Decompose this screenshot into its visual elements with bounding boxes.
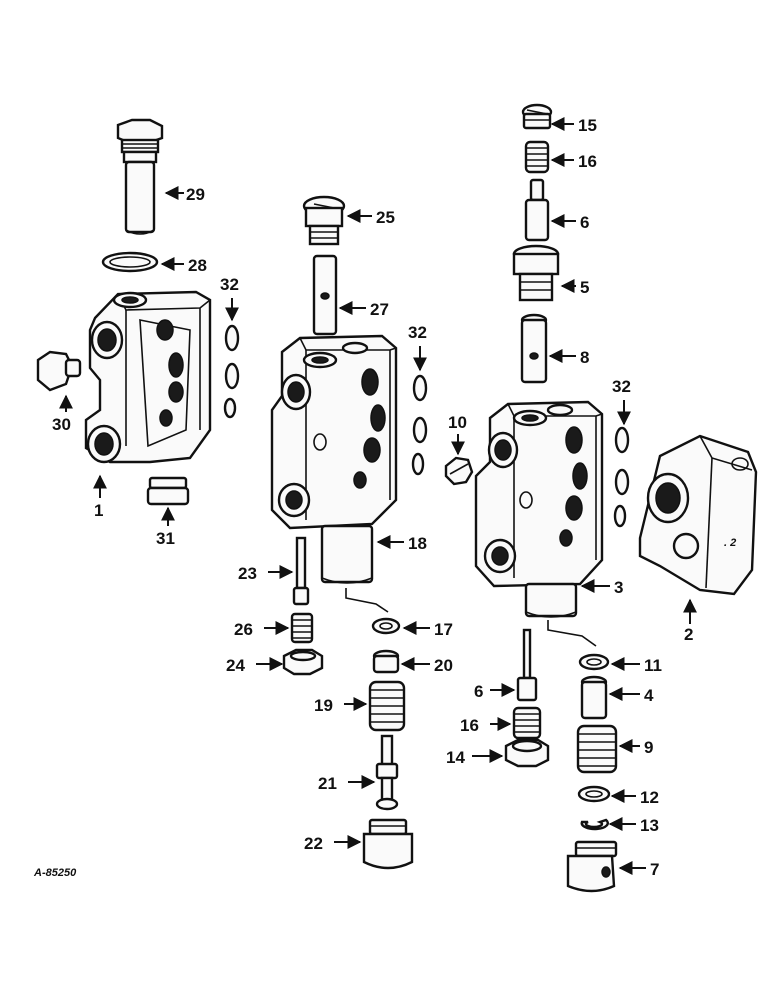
callout-labels: 29 28 32 30 1 31 25 27 32 18 23 26 24 17… (52, 116, 693, 879)
callout-1: 1 (94, 501, 103, 520)
plug-14 (504, 738, 550, 768)
inlet-cover-part-1 (36, 118, 240, 506)
o-rings-32-left (223, 324, 240, 419)
callout-4: 4 (644, 686, 654, 705)
callout-19: 19 (314, 696, 333, 715)
callout-22: 22 (304, 834, 323, 853)
spring-26 (290, 612, 314, 644)
snap-ring-13 (580, 818, 609, 831)
callout-6-top: 6 (580, 213, 589, 232)
spool-8 (520, 313, 548, 384)
callout-32-mid: 32 (408, 323, 427, 342)
o-ring-28 (101, 251, 159, 273)
spring-16-bottom (512, 706, 542, 740)
cover-mark: . 2 (724, 537, 736, 549)
plug-25 (302, 195, 346, 246)
screw-10 (444, 456, 474, 486)
callout-12: 12 (640, 788, 659, 807)
spring-16-top (524, 140, 550, 174)
sleeve-4 (580, 675, 608, 720)
callout-24: 24 (226, 656, 245, 675)
plug-31 (146, 476, 190, 506)
pin-6-top (524, 178, 550, 242)
stem-21 (375, 734, 399, 811)
callout-32-left: 32 (220, 275, 239, 294)
callout-23: 23 (238, 564, 257, 583)
callout-29: 29 (186, 185, 205, 204)
plug-7 (566, 840, 618, 893)
callout-26: 26 (234, 620, 253, 639)
callout-20: 20 (434, 656, 453, 675)
callout-27: 27 (370, 300, 389, 319)
callout-16-top: 16 (578, 152, 597, 171)
washer-12 (577, 785, 611, 803)
callout-9: 9 (644, 738, 653, 757)
callout-16-bottom: 16 (460, 716, 479, 735)
plug-24 (282, 648, 324, 676)
valve-section-part-3 (444, 103, 630, 893)
callout-3: 3 (614, 578, 623, 597)
screw-15 (521, 103, 553, 130)
callout-32-right: 32 (612, 377, 631, 396)
spring-9 (576, 724, 618, 774)
callout-7: 7 (650, 860, 659, 879)
plug-22 (362, 818, 414, 870)
callout-28: 28 (188, 256, 207, 275)
callout-15: 15 (578, 116, 597, 135)
callout-5: 5 (580, 278, 589, 297)
callout-21: 21 (318, 774, 337, 793)
callout-17: 17 (434, 620, 453, 639)
o-rings-32-mid (411, 374, 428, 476)
callout-8: 8 (580, 348, 589, 367)
o-rings-32-right (613, 426, 630, 528)
callout-2: 2 (684, 625, 693, 644)
callout-6-bottom: 6 (474, 682, 483, 701)
callout-14: 14 (446, 748, 465, 767)
washer-11 (578, 653, 610, 671)
cap-20 (372, 649, 400, 674)
plug-29 (116, 118, 164, 235)
outlet-cover-part-2: . 2 (638, 434, 758, 596)
pin-6-bottom (516, 628, 538, 702)
callout-31: 31 (156, 529, 175, 548)
drawing-code: A-85250 (33, 867, 77, 879)
callout-13: 13 (640, 816, 659, 835)
pin-23 (292, 536, 310, 606)
callout-arrows (59, 117, 697, 875)
plug-5 (512, 244, 560, 302)
washer-17 (371, 617, 401, 635)
plug-30 (36, 350, 82, 392)
callout-25: 25 (376, 208, 395, 227)
callout-10: 10 (448, 413, 467, 432)
valve-section-part-18 (270, 195, 428, 870)
spring-19 (368, 680, 406, 732)
callout-30: 30 (52, 415, 71, 434)
callout-18: 18 (408, 534, 427, 553)
callout-11: 11 (644, 656, 662, 675)
